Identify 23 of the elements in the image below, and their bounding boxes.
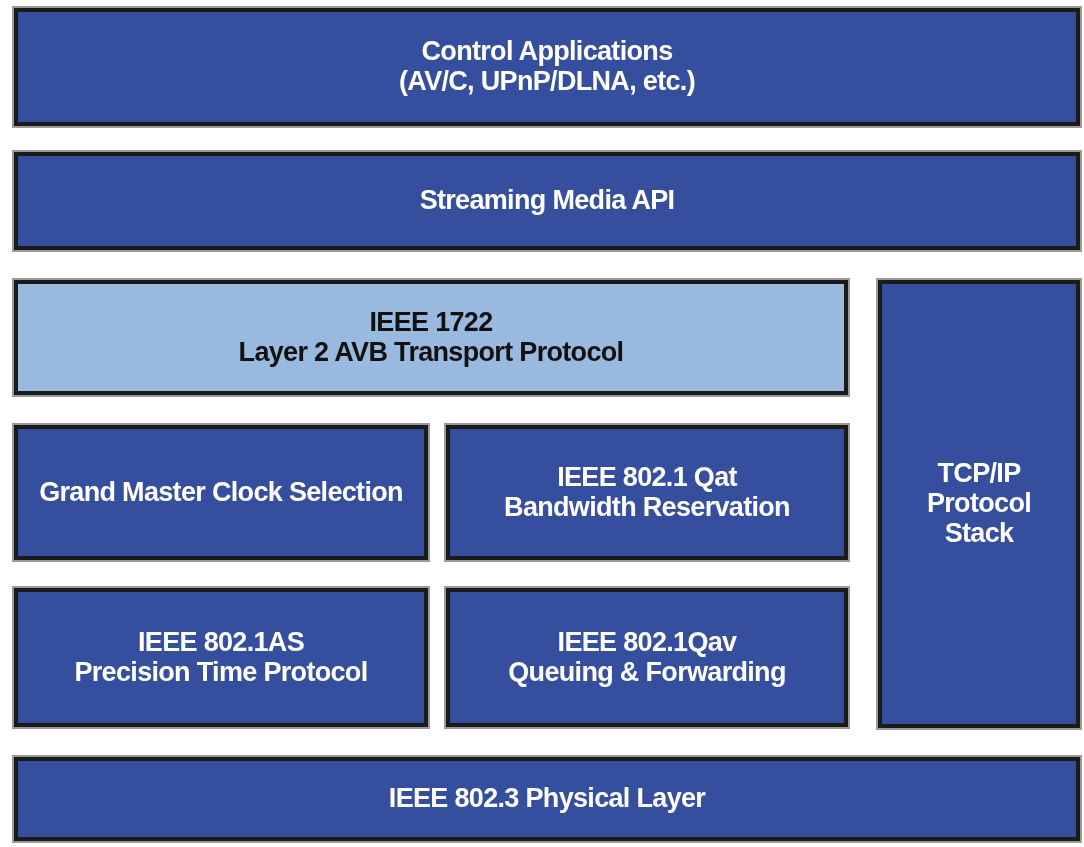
layer-label: IEEE 802.1AS	[138, 627, 304, 658]
layer-label: Layer 2 AVB Transport Protocol	[238, 337, 624, 368]
layer-label: Grand Master Clock Selection	[39, 477, 403, 508]
layer-label: Streaming Media API	[419, 186, 675, 216]
protocol-layer-box	[14, 8, 1080, 126]
layer-label: IEEE 802.3 Physical Layer	[388, 784, 706, 814]
protocol-layer-box	[878, 280, 1080, 728]
layer-label: (AV/C, UPnP/DLNA, etc.)	[399, 67, 695, 97]
protocol-layer-box	[14, 588, 428, 727]
protocol-layer-box	[446, 425, 848, 560]
layer-label: TCP/IP Protocol Stack	[925, 459, 1033, 549]
layer-label: IEEE 802.1Qav	[557, 627, 737, 658]
layer-label: Control Applications	[421, 37, 673, 67]
layer-label: Precision Time Protocol	[74, 657, 368, 688]
protocol-layer-box-highlighted	[14, 280, 848, 395]
layer-label: Queuing & Forwarding	[508, 657, 786, 688]
protocol-layer-box	[14, 757, 1080, 841]
protocol-layer-box	[14, 152, 1080, 250]
layer-label: IEEE 802.1 Qat	[557, 462, 737, 493]
layer-label: IEEE 1722	[369, 307, 493, 338]
protocol-layer-box	[14, 425, 428, 560]
protocol-layer-box	[446, 588, 848, 727]
layer-label: Bandwidth Reservation	[504, 492, 790, 523]
